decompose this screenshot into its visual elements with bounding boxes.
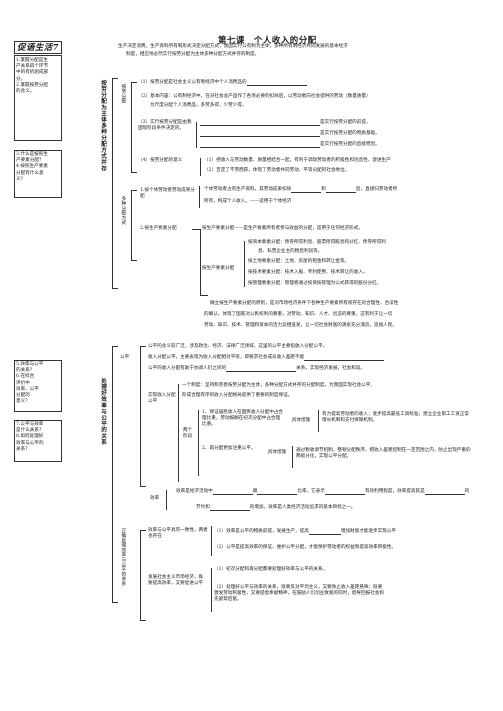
goals-box-4	[14, 420, 62, 462]
labor-item-1: （1）按劳分配是社会主义公有制经济中个人消费品的	[138, 80, 307, 86]
goals-box-1	[14, 55, 62, 141]
realize-item-2: 形成合理有序的收入分配格局提供了重要的制度保证。	[182, 393, 293, 398]
multi-label: 多种分配方式	[120, 196, 126, 225]
factor-types-label: 按生产要素分配	[202, 266, 235, 271]
measure-1-detail: 有力提高劳动者的收入；逐步提高最低工资标准，建立企业职工工资正常增长机制和支付保…	[322, 412, 470, 424]
factor-type-3: 按土地要素分配：土地、房屋的租金和转让金等。	[248, 259, 350, 264]
factor-meaning-2: 的确认，体现了国家对公民权利的尊重，对劳动、知识、人才、创造的尊重。这有利于让一…	[204, 312, 393, 317]
significance-1: （1）把收入与劳动数量、质量相结合一起，有利于调动劳动者的积极性和创造性，促进生…	[204, 158, 391, 163]
labor-item-2: （2）基本内容：公有制经济中，在对社会总产品作了各项必要的扣除后，以劳动者向社会…	[138, 94, 371, 99]
unity-item-1: （1）效率是公平的物质前提，发展生产，提高增加财富才能逐步实现公平	[214, 529, 396, 535]
develop-item-1: （1）初次分配和再分配都要处理好效率与公平的关系。	[214, 567, 328, 572]
fairness-line-3: 公平的收入分配有助于协调人们之间的关系，实现经济发展，社会和谐。	[148, 366, 366, 372]
unity-label: 效率与公平具有一致性，两者也存在	[148, 528, 208, 540]
realize-label: 实现收入分配公平	[148, 393, 176, 405]
section-1-bracket	[112, 78, 113, 288]
reason-2: 是实行按劳分配的物质基础。	[200, 131, 380, 137]
factor-meaning-1: 确立按生产要素分配的原则，是对市场经济条件下各种生产要素所有权存在的合理性、合法…	[210, 301, 399, 306]
labor-label: 按劳分配	[120, 84, 126, 104]
fairness-line-2: 收入分配公平，主要表现为收入分配相对平等，即要求社会成员收入差距不能	[148, 355, 385, 361]
efficiency-line-1: 效率是经济活动中跟比率，它表示有效利用程度，效率提高就是的	[176, 489, 470, 495]
significance-label: （4）按劳分配的意义	[138, 158, 183, 163]
efficiency-line-2: 节约和的增加，效率是人类经济活动追求的基本目标之一。	[196, 505, 356, 511]
factor-meaning-3: 劳动、知识、技术、管理和资本的活力竞相迸发，让一切社会财富的源泉充分涌流，造福人…	[204, 323, 397, 328]
intro-line-2: 制度，相应地必然实行按劳分配为主体多种分配方式并存的制度。	[126, 52, 260, 57]
factor-type-5: 按管理要素分配：管理者通过投资按管理为公式获得的股份分红。	[248, 281, 382, 286]
factor-def: 按生产要素分配——是生产要素所有者参与收益的分配，适用于任何经济形式。	[202, 226, 363, 231]
develop-label: 发展社会主义市场经济，既要提高效率，又要促进公平	[148, 575, 204, 587]
logo-badge: 促语生活7	[14, 41, 62, 54]
factor-type-1: 按资本要素分配：债券所得利息、股票所得股息和分红、债券所得利	[248, 240, 386, 245]
goals-box-2-text: 3.什么是按照生产要素分配？4.按照生产要素分配有什么意义？	[16, 152, 48, 182]
measure-2-detail: 通过税收调节机制，整顿分配秩序，把收入差距控制在一定范围之内，防止出现严重的两极…	[296, 448, 471, 460]
measure-2: 2、再分配更加注重公平。	[202, 446, 256, 451]
page-title: 第七课 个人收入的分配	[218, 35, 317, 45]
realize-item-1: 一个制度：坚持和完善按劳分配为主体，多种分配方式并存的分配制度，为我国实现社会公…	[182, 383, 375, 388]
develop-item-2: （2）处理好公平与效率的关系，既要反对平均主义，又要防止收入差距悬殊；既要激发劳…	[214, 585, 384, 603]
section-2-bracket	[112, 346, 113, 602]
measure-1: 1、保证居民收入在国民收入分配中占合理比重，劳动报酬在初次分配中占合理比重。	[202, 410, 284, 428]
goals-box-3-text: 5.效率与公平的关系？6.在综合评价中效率、公平分配的意义？	[16, 362, 44, 405]
labor-others-label: 1.按个体劳动者劳动成果分配	[140, 188, 195, 200]
unity-item-2: （2）公平是提高效率的保证，维护公平分配，才能保护劳动者的权益和提高效率积极性。	[214, 545, 397, 550]
section-2-label: 处理好效率与公平的关系	[100, 378, 106, 446]
factor-type-2: 息、私营企业主的税后利润等。	[258, 249, 323, 254]
labor-others-line-2: 所有，构成个人收入。——适用于个体经济	[204, 199, 292, 204]
labor-others-line-1: 个体劳动者占有生产资料，其劳动成果扣除和后，直接归劳动者所	[204, 187, 398, 193]
goals-box-4-text: 7.公平与效率是什么关系？8.如何处理好效率与公平的关系？	[16, 422, 44, 452]
reason-1: 是实行按劳分配的前提。	[200, 120, 371, 126]
intro-line-1: 生产决定消费，生产资料所有制形式决定分配方式，我国实行公有制为主体，多种所有制经…	[118, 44, 348, 49]
goals-box-2	[14, 150, 62, 198]
efficiency-label: 效率	[150, 496, 160, 501]
labor-item-3: 为尺度分配个人消费品，多劳多得，少劳少得。	[150, 103, 247, 108]
reason-3: 是实行按劳分配的直接原因。	[200, 142, 380, 148]
goals-box-1-text: 1.掌握分配是生产关系四个环节中的有机组成部分。2.掌握按劳分配的含义。	[16, 58, 49, 95]
fairness-label: 公平	[120, 355, 130, 360]
measure-2-tag: 具体措施	[267, 450, 287, 455]
two-measures-label: 两个阶段	[183, 428, 193, 440]
measure-1-tag: 具体措施	[291, 418, 311, 423]
factor-type-4: 按技术要素分配：技术入股、专利使用、技术转让的收入。	[248, 270, 368, 275]
section-1-label: 按劳分配为主体多种分配方式并存	[100, 80, 106, 172]
fairness-line-1: 公平的含义较广泛，涉及政治、经济、法律广泛领域，这里的公平主要指收入分配公平。	[148, 344, 328, 349]
significance-2: （2）否定了不劳而获，体现了劳动者共同劳动、平等分配的社会地位。	[204, 168, 350, 173]
goals-box-3	[14, 360, 62, 412]
reason-label: （3）实行按劳分配是由我国现阶段条件决定的。	[138, 120, 192, 132]
relation-label: 正确处理效率与公平的关系	[120, 528, 126, 586]
factor-label: 2.按生产要素分配	[140, 226, 177, 231]
